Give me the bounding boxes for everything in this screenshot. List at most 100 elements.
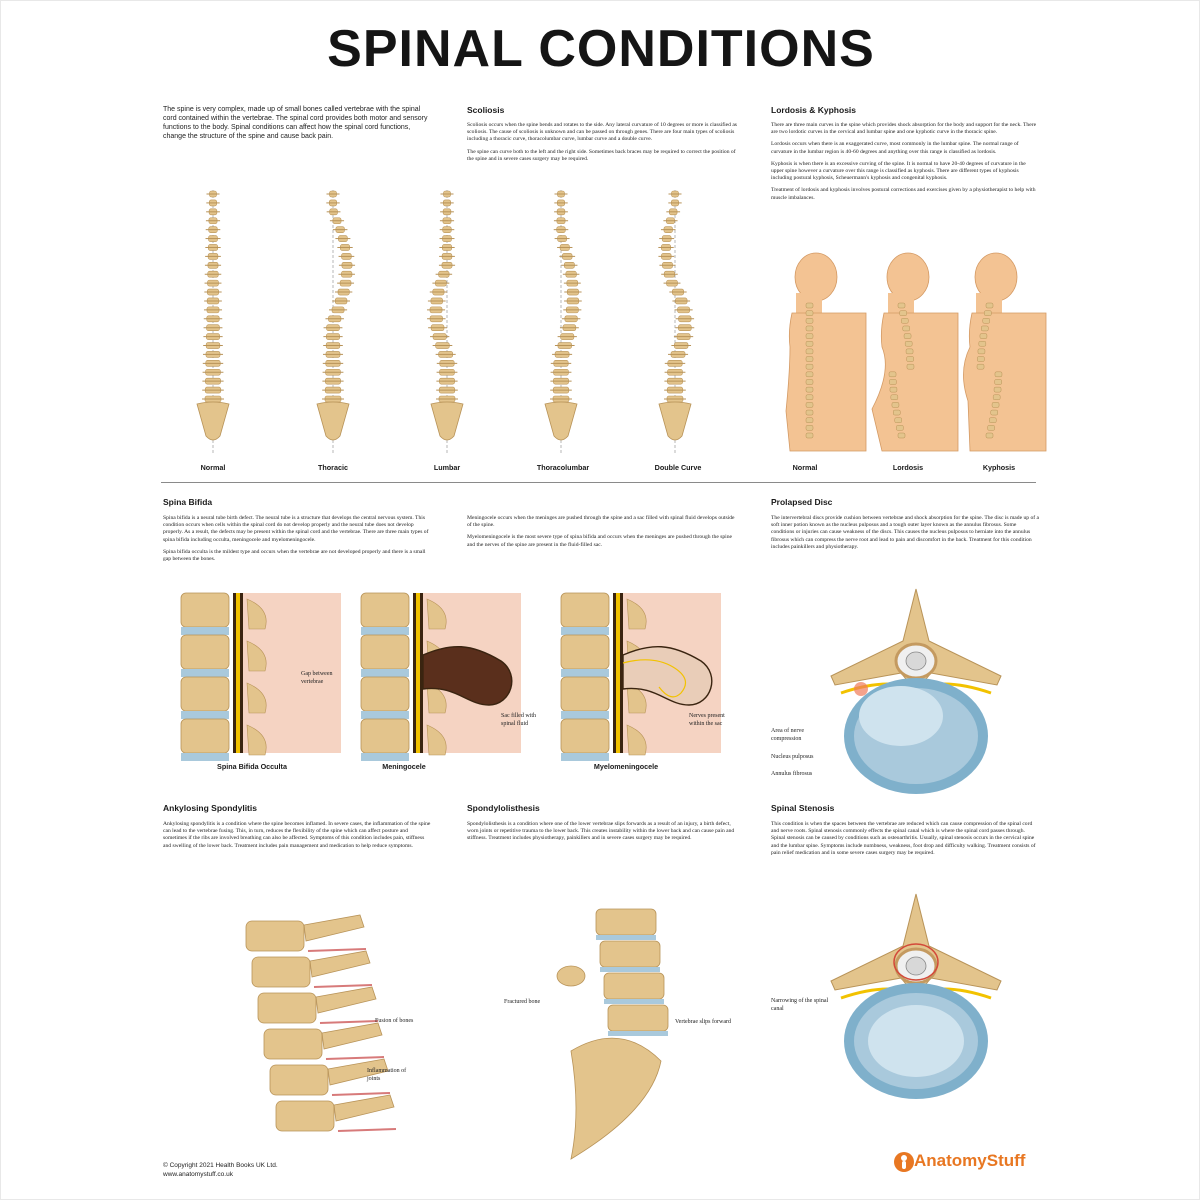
copyright-text: © Copyright 2021 Health Books UK Ltd. <box>163 1162 278 1169</box>
disc <box>561 711 609 719</box>
label-sac-fluid: Sac filled with spinal fluid <box>501 713 536 727</box>
fused-vertebra <box>269 1064 329 1096</box>
vertebra <box>805 394 814 401</box>
spinal-cord <box>416 593 420 753</box>
sacrum <box>316 401 350 441</box>
caption-double-curve: Double Curve <box>654 463 702 472</box>
lordosis-heading: Lordosis & Kyphosis <box>771 105 857 115</box>
lamina <box>426 724 447 756</box>
fractured-piece <box>556 965 586 987</box>
vertebra <box>976 363 985 370</box>
ankylosing-p1: Ankylosing spondylitis is a condition wh… <box>163 821 431 849</box>
logo-text: AnatomyStuff <box>914 1151 1026 1170</box>
caption-spina-bifida-occulta: Spina Bifida Occulta <box>217 762 287 771</box>
lamina <box>246 598 267 630</box>
fused-vertebra <box>275 1100 335 1132</box>
vertebra <box>805 333 814 339</box>
caption-lumbar: Lumbar <box>433 463 461 472</box>
spinal-cord <box>236 593 240 753</box>
label-gap-between-vertebrae: Gap between vertebrae <box>301 671 333 685</box>
compression-spot <box>854 682 868 696</box>
fused-vertebra <box>263 1028 323 1060</box>
vertebra <box>603 972 665 1000</box>
vertebra <box>901 318 909 324</box>
website-link[interactable]: www.anatomystuff.co.uk <box>163 1171 233 1178</box>
spina-bifida-p3: Meningocele occurs when the meninges are… <box>467 515 735 529</box>
spondylolisthesis-heading: Spondylolisthesis <box>467 803 540 813</box>
disc <box>561 669 609 677</box>
inflamed-joint <box>337 1128 397 1132</box>
caption-posture-normal: Normal <box>792 463 818 472</box>
inflamed-joint <box>313 984 373 988</box>
fused-vertebra <box>257 992 317 1024</box>
vertebra <box>994 371 1003 378</box>
vertebra <box>992 394 1001 401</box>
vertebral-body <box>180 634 230 670</box>
disc <box>361 627 409 635</box>
disc <box>600 967 660 972</box>
label-fractured-bone: Fractured bone <box>504 999 541 1005</box>
spinal-cord-section <box>905 956 927 976</box>
disc <box>361 711 409 719</box>
spinous-process <box>327 1058 389 1086</box>
vertebra <box>805 432 814 439</box>
vertebra <box>977 356 985 362</box>
vertebra <box>888 371 897 378</box>
spina-bifida-text-2: Meningocele occurs when the meninges are… <box>467 515 739 554</box>
lordosis-p2: Lordosis occurs when there is an exagger… <box>771 141 1019 155</box>
spine-2 <box>426 190 464 454</box>
axial-vertebra <box>830 588 1002 794</box>
spina-bifida-p2: Spina bifida occulta is the mildest type… <box>163 548 426 563</box>
lamina <box>626 724 647 756</box>
axial-vertebra <box>830 893 1002 1099</box>
vertebral-body <box>560 676 610 712</box>
vertebra <box>805 356 814 362</box>
vertebra <box>805 363 814 370</box>
vertebra <box>595 908 657 936</box>
intro-text: The spine is very complex, made up of sm… <box>163 106 428 140</box>
vertebra <box>989 417 997 423</box>
spondylolisthesis-p1: Spondylolisthesis is a condition where o… <box>467 821 735 842</box>
label-nucleus-pulposus: Nucleus pulposus <box>771 754 814 760</box>
caption-meningocele: Meningocele <box>382 762 426 771</box>
prolapsed-disc-heading: Prolapsed Disc <box>771 497 833 507</box>
vertebral-body <box>560 634 610 670</box>
disc <box>181 669 229 677</box>
vertebra <box>805 371 814 378</box>
scoliosis-spines-illustration <box>196 190 695 454</box>
sacrum <box>658 401 692 441</box>
spinous-process <box>309 950 371 978</box>
stenosis-text: This condition is when the spaces betwee… <box>771 821 1039 862</box>
disc <box>181 627 229 635</box>
vertebra <box>993 386 1002 393</box>
scoliosis-p1: Scoliosis occurs when the spine bends an… <box>467 122 737 143</box>
vertebra <box>607 1004 669 1032</box>
lordosis-p4: Treatment of lordosis and kyphosis invol… <box>771 187 1036 201</box>
spinous-process <box>321 1022 383 1050</box>
disc <box>596 935 656 940</box>
lordosis-p3: Kyphosis is when there is an excessive c… <box>771 160 1026 182</box>
caption-normal-spine: Normal <box>200 463 226 472</box>
bifida-panel-1 <box>360 592 521 761</box>
spinal-cord-section <box>905 651 927 671</box>
nucleus <box>868 1005 964 1077</box>
disc <box>561 627 609 635</box>
logo-icon <box>894 1152 914 1172</box>
vertebra <box>902 325 910 332</box>
body-1 <box>871 252 959 452</box>
label-narrowing-spinal-canal: Narrowing of the spinal canal <box>771 998 829 1012</box>
vertebra <box>985 302 994 309</box>
label-fusion-of-bones: Fusion of bones <box>375 1018 414 1024</box>
fused-vertebra <box>251 956 311 988</box>
prolapsed-disc-text: The intervertebral discs provide cushion… <box>771 515 1039 556</box>
disc <box>181 753 229 761</box>
nerves <box>622 659 687 698</box>
spinous-process <box>315 986 377 1014</box>
vertebra <box>805 318 814 324</box>
label-inflammation-of-joints: Inflammation of joints <box>367 1068 407 1082</box>
section-divider <box>161 482 1036 483</box>
lordosis-p1: There are three main curves in the spine… <box>771 122 1037 136</box>
spondylolisthesis-text: Spondylolisthesis is a condition where o… <box>467 821 739 848</box>
caption-lordosis: Lordosis <box>892 463 924 472</box>
